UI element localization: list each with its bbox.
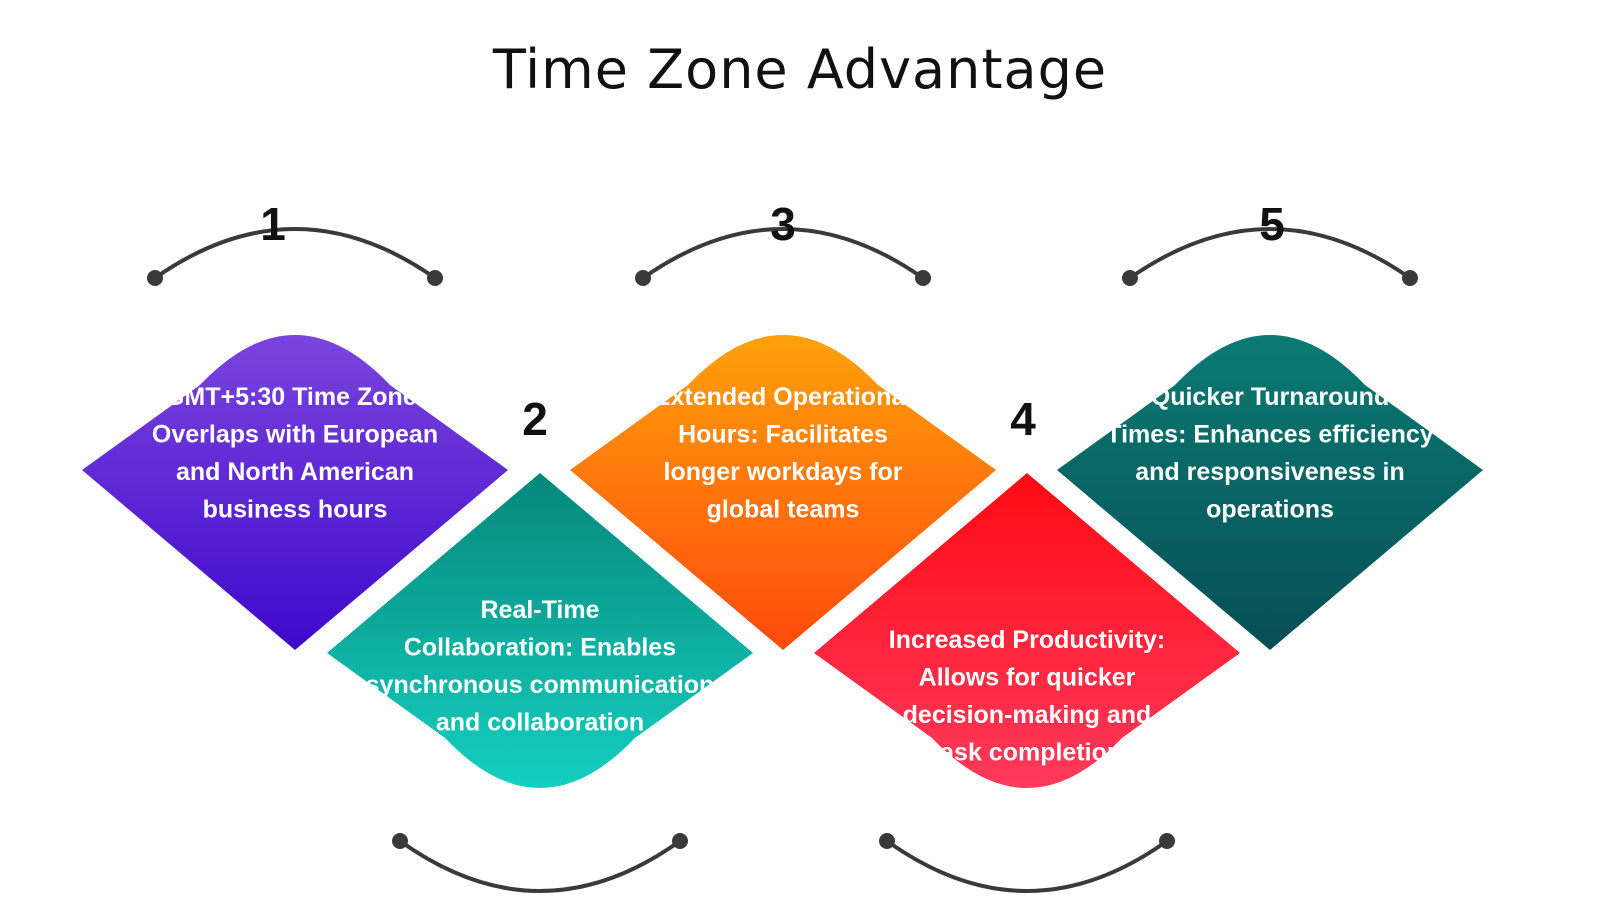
connector-arc <box>879 833 1175 893</box>
connector-dot <box>427 270 443 286</box>
connector-dot <box>147 270 163 286</box>
connector-arc <box>392 833 688 893</box>
step-description-line: Times: Enhances efficiency <box>1106 421 1434 449</box>
step-description: GMT+5:30 Time Zone: Overlaps with Europea… <box>152 383 438 524</box>
step-description-line: Hours: Facilitates <box>678 421 888 449</box>
step-description-line: Real-Time <box>480 596 599 624</box>
step-diamond <box>814 473 1240 788</box>
connector-dot <box>1159 833 1175 849</box>
step-description-line: global teams <box>707 496 860 524</box>
connector-dot <box>879 833 895 849</box>
step-description: Increased Productivity: Allows for quicke… <box>889 626 1165 767</box>
step-number: 3 <box>770 198 796 250</box>
step-description-line: synchronous communication <box>366 671 715 699</box>
connector-dot <box>392 833 408 849</box>
step-diamond <box>1057 335 1483 650</box>
step-description-line: and collaboration <box>436 709 644 737</box>
step-description-line: Extended Operational <box>654 383 912 411</box>
connector-arc <box>1122 227 1418 286</box>
step-description-line: and North American <box>176 458 414 486</box>
connector-dot <box>915 270 931 286</box>
step-description-line: longer workdays for <box>664 458 903 486</box>
step-number: 2 <box>522 393 548 445</box>
connector-dot <box>1122 270 1138 286</box>
connector-dot <box>672 833 688 849</box>
step-description-line: Collaboration: Enables <box>404 634 676 662</box>
step-number: 5 <box>1259 198 1285 250</box>
step-description-line: task completion <box>932 739 1122 767</box>
step-diamond <box>327 473 753 788</box>
page-title: Time Zone Advantage <box>492 38 1108 101</box>
step-description-line: GMT+5:30 Time Zone: <box>165 383 425 411</box>
step-description-line: decision-making and <box>903 701 1152 729</box>
connector-arc <box>147 227 443 286</box>
step-description-line: Allows for quicker <box>919 664 1136 692</box>
step-number: 1 <box>260 198 286 250</box>
connector-dot <box>1402 270 1418 286</box>
step-diamond <box>570 335 996 650</box>
step-description-line: Increased Productivity: <box>889 626 1165 654</box>
step-description-line: Quicker Turnaround <box>1151 383 1389 411</box>
step-description-line: operations <box>1206 496 1334 524</box>
connector-dot <box>635 270 651 286</box>
step-number: 4 <box>1010 393 1036 445</box>
step-description-line: and responsiveness in <box>1135 458 1405 486</box>
step-diamond <box>82 335 508 650</box>
step-description-line: Overlaps with European <box>152 421 438 449</box>
step-description-line: business hours <box>203 496 388 524</box>
connector-arc <box>635 227 931 286</box>
